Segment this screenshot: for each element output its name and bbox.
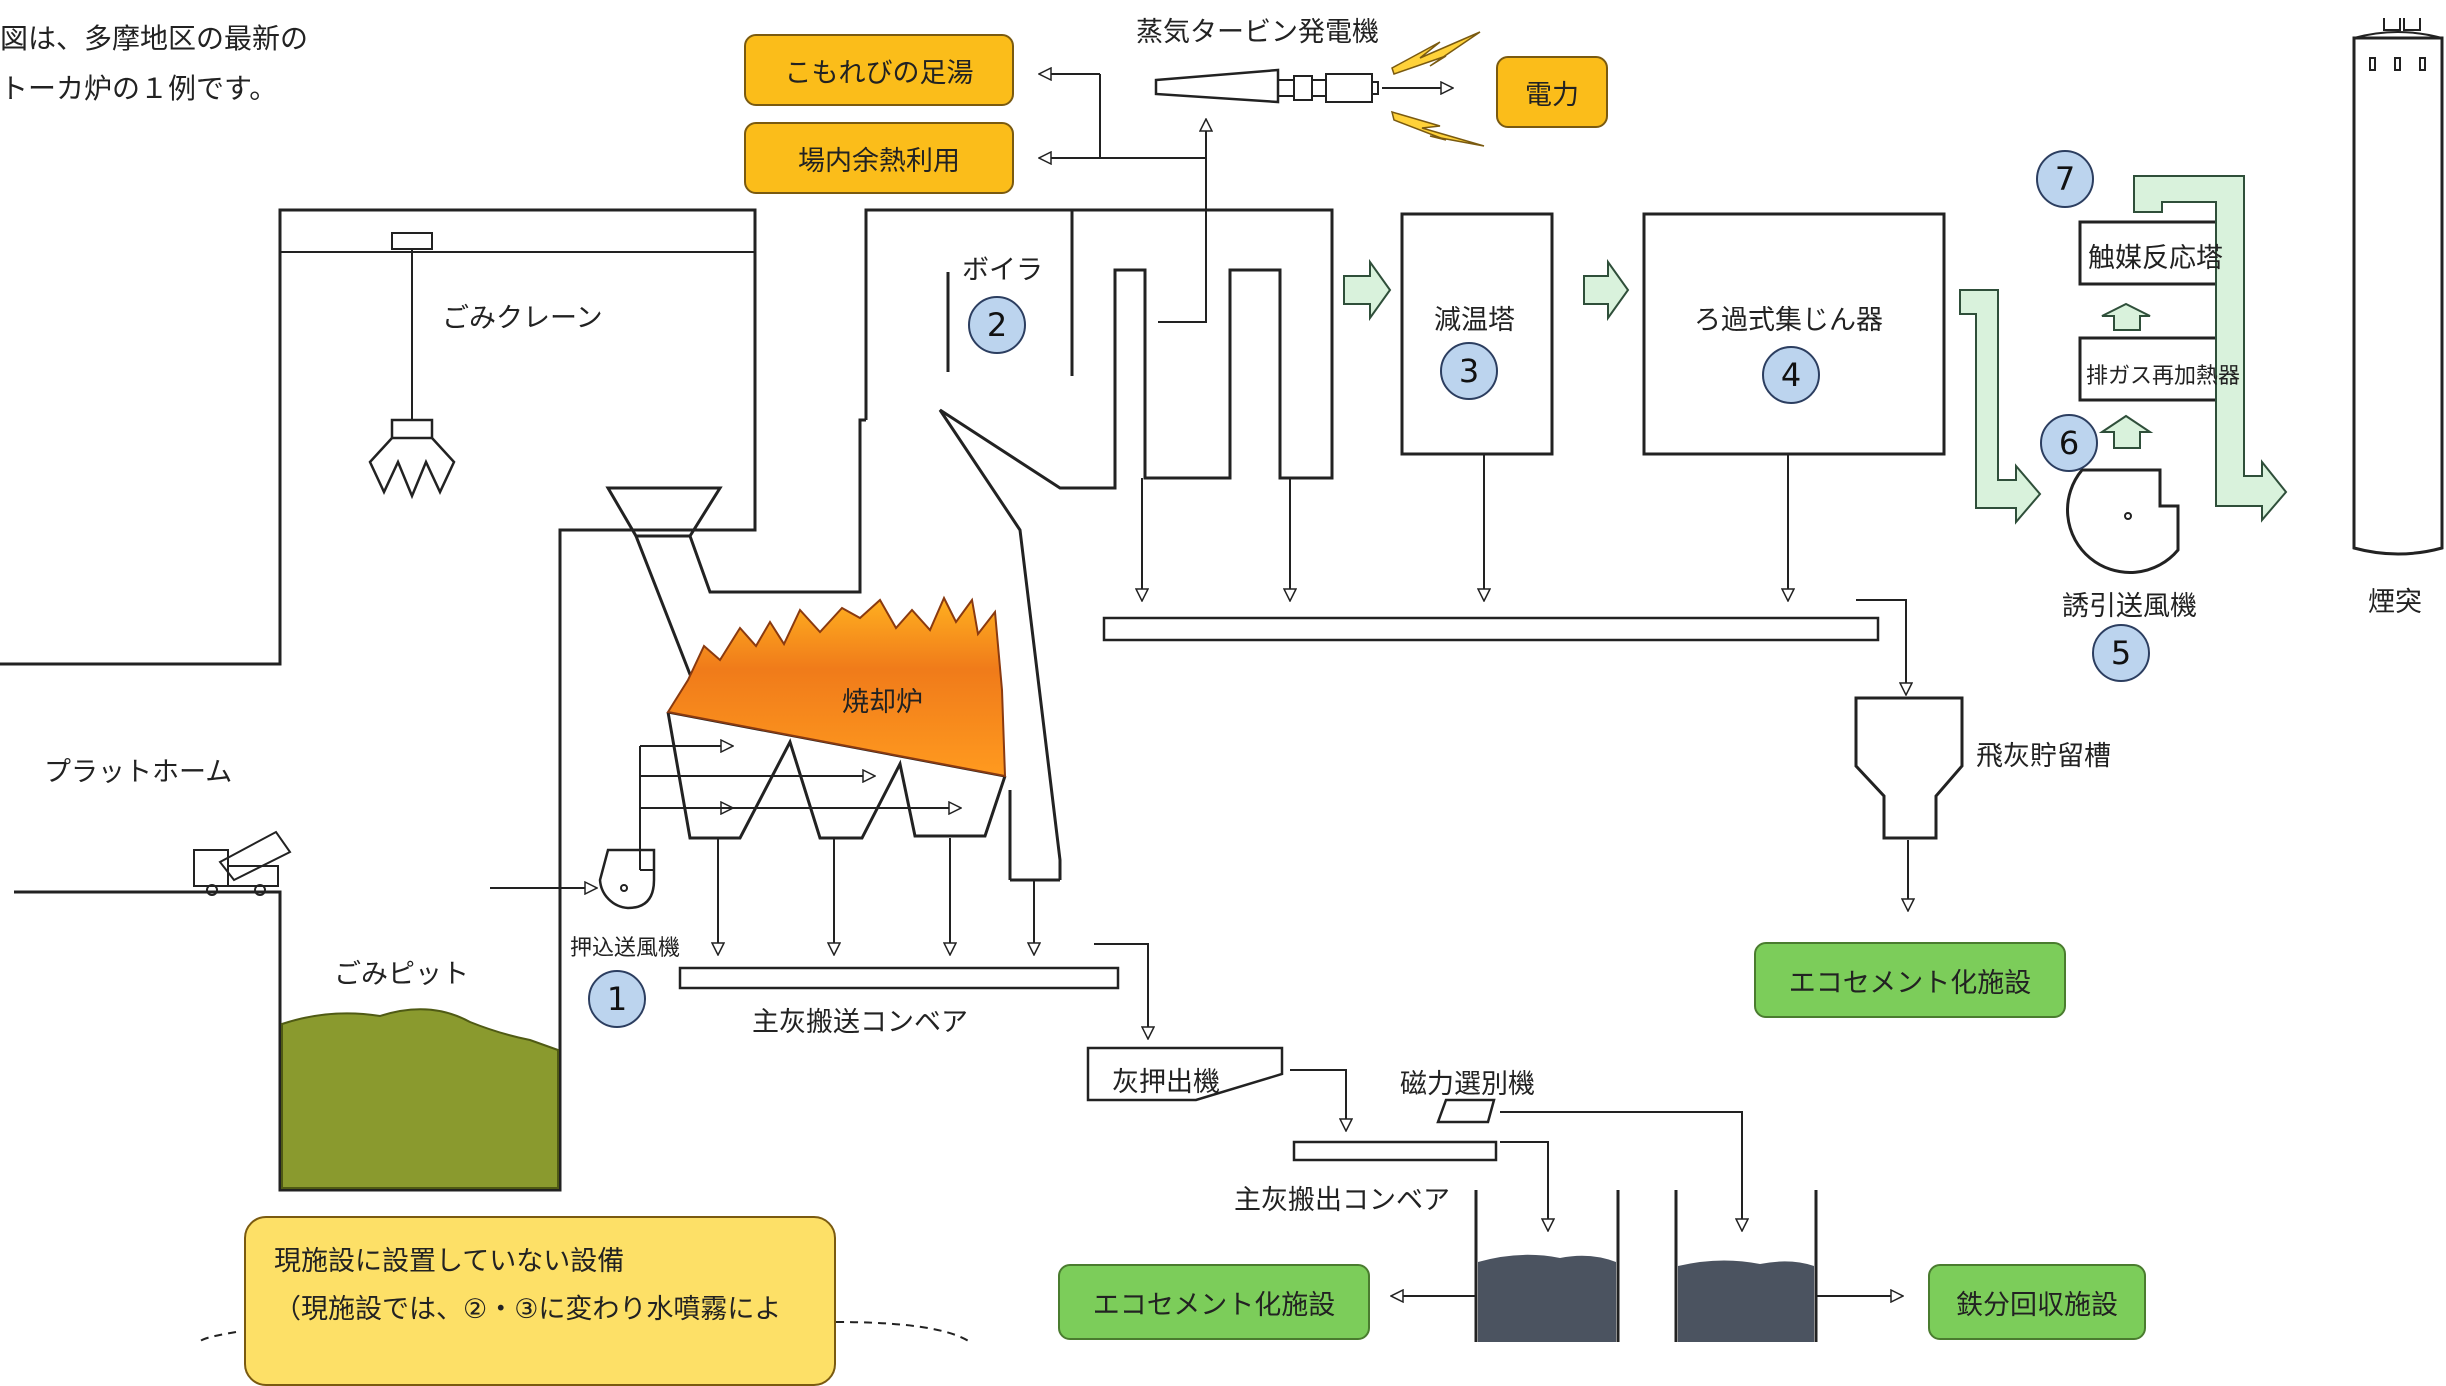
fly-ash-conveyor — [1102, 616, 1880, 642]
label-main-ash-conveyor: 主灰搬送コンベア — [752, 1007, 968, 1038]
main-ash-conveyor — [678, 966, 1120, 990]
number-3: 3 — [1440, 342, 1498, 400]
box-ecocement-2: エコセメント化施設 — [1058, 1264, 1370, 1340]
crane-trolley — [391, 232, 433, 250]
bag-filter — [1642, 212, 1946, 456]
ash-left — [1478, 1254, 1616, 1342]
intro-text: 図は、多摩地区の最新の トーカ炉の１例です。 — [0, 14, 308, 114]
label-ash-extruder: 灰押出機 — [1112, 1067, 1220, 1098]
label-pit: ごみピット — [334, 959, 469, 990]
number-6: 6 — [2040, 414, 2098, 472]
label-incinerator: 焼却炉 — [842, 687, 923, 718]
steam-turbine — [1154, 68, 1280, 104]
note-bubble: 現施設に設置していない設備 （現施設では、②・③に変わり水噴霧によ — [244, 1216, 836, 1386]
garbage-truck — [193, 830, 292, 896]
label-turbine: 蒸気タービン発電機 — [1136, 17, 1379, 48]
induced-fan — [2066, 468, 2180, 574]
number-7: 7 — [2036, 150, 2094, 208]
ash-right — [1678, 1260, 1814, 1342]
label-boiler: ボイラ — [962, 255, 1043, 286]
label-filter: ろ過式集じん器 — [1694, 305, 1883, 336]
number-4: 4 — [1762, 346, 1820, 404]
intro-line-1: 図は、多摩地区の最新の — [0, 22, 309, 55]
chimney — [2352, 36, 2444, 556]
label-push-fan: 押込送風機 — [570, 936, 681, 961]
box-waste-heat: 場内余熱利用 — [744, 122, 1014, 194]
lightning-bolts — [1390, 31, 1485, 147]
box-iron-recovery: 鉄分回収施設 — [1928, 1264, 2146, 1340]
magnetic-separator — [1436, 1098, 1496, 1124]
number-1: 1 — [588, 970, 646, 1028]
label-reheater: 排ガス再加熱器 — [2086, 364, 2241, 389]
push-fan — [598, 848, 656, 910]
label-fly-ash-storage: 飛灰貯留槽 — [1976, 741, 2111, 772]
box-power: 電力 — [1496, 56, 1608, 128]
furnace-outline — [864, 208, 1334, 880]
building-outline — [0, 208, 757, 1190]
grate-hoppers — [666, 711, 1007, 840]
incineration-process-diagram — [0, 18, 2444, 1342]
platform-outline — [14, 890, 282, 1190]
ash-extruder — [1086, 1046, 1284, 1102]
cooling-tower — [1400, 212, 1554, 456]
label-catalyst: 触媒反応塔 — [2088, 243, 2223, 274]
box-ecocement-1: エコセメント化施設 — [1754, 942, 2066, 1018]
box-footbath: こもれびの足湯 — [744, 34, 1014, 106]
label-induced-fan: 誘引送風機 — [2062, 591, 2197, 622]
note-body: （現施設では、②・③に変わり水噴霧によ — [274, 1294, 782, 1325]
label-platform: プラットホーム — [44, 757, 233, 788]
intro-line-2: トーカ炉の１例です。 — [0, 72, 278, 105]
pit-outline — [278, 660, 562, 1192]
main-ash-out-conveyor — [1292, 1140, 1498, 1162]
fire — [666, 595, 1007, 778]
label-main-ash-out-conveyor: 主灰搬出コンベア — [1234, 1185, 1450, 1216]
label-crane: ごみクレーン — [442, 303, 603, 334]
fly-ash-storage — [1854, 696, 1964, 840]
label-magnetic-separator: 磁力選別機 — [1400, 1069, 1535, 1100]
label-chimney: 煙突 — [2368, 587, 2422, 618]
note-title: 現施設に設置していない設備 — [274, 1246, 625, 1277]
garbage-pile — [281, 1008, 559, 1189]
callout-dashed — [199, 1321, 971, 1342]
number-5: 5 — [2092, 624, 2150, 682]
label-cooling-tower: 減温塔 — [1434, 305, 1515, 336]
number-2: 2 — [968, 296, 1026, 354]
crane-grab — [368, 418, 456, 500]
gas-flow-arrows — [1343, 175, 2288, 525]
